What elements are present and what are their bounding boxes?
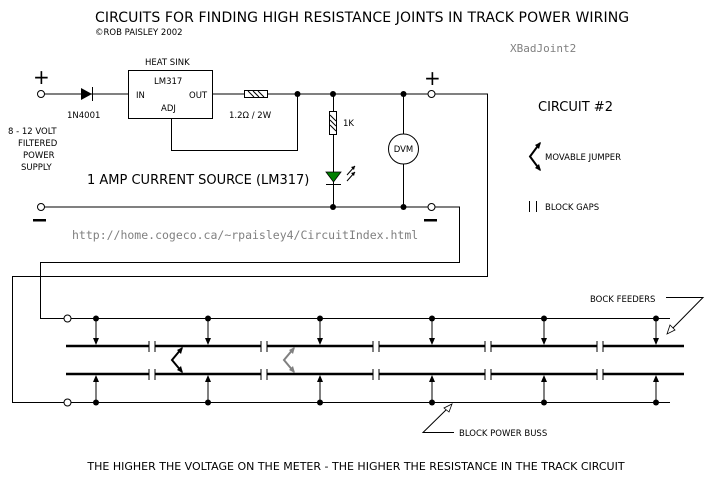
feeder-arrow-icon [317,375,323,382]
output-minus-sign [424,219,437,222]
pin-adj-label: ADJ [161,104,176,114]
jumper-legend-label: MOVABLE JUMPER [545,153,621,163]
feeder-arrow-icon [205,375,211,382]
pin-out-label: OUT [189,91,208,101]
diode-label: 1N4001 [67,111,100,121]
feeder-arrow-icon [541,375,547,382]
lead-to-bottom-buss [12,93,488,403]
output-plus-sign: + [424,66,441,90]
sense-resistor-icon [244,90,268,98]
feeders-callout-label: BOCK FEEDERS [590,295,655,305]
inactive-jumper-icon [282,347,295,373]
feeder-arrow-icon [429,338,435,345]
footer-note: THE HIGHER THE VOLTAGE ON THE METER - TH… [86,460,624,473]
input-minus-terminal [37,203,45,211]
diagram-title: CIRCUITS FOR FINDING HIGH RESISTANCE JOI… [95,10,629,26]
source-url[interactable]: http://home.cogeco.ca/~rpaisley4/Circuit… [72,228,418,242]
feeder-arrow-icon [653,338,659,345]
input-minus-sign [33,219,46,222]
led-resistor-icon [329,111,337,135]
input-plus-terminal [37,90,45,98]
regulator-label: LM317 [154,77,182,87]
buss-callout-label: BLOCK POWER BUSS [459,429,547,439]
feeder-arrow-icon [653,375,659,382]
feeder-arrow-icon [429,375,435,382]
feeders-callout-arrow-icon [666,297,705,335]
output-plus-terminal [427,90,436,98]
circuit-label: CIRCUIT #2 [538,100,613,115]
gaps-legend-label: BLOCK GAPS [545,203,599,213]
supply-line-3: POWER [23,151,55,161]
heat-sink-label: HEAT SINK [145,58,190,68]
input-plus-sign: + [33,65,50,89]
junction-dot [330,204,336,210]
supply-line-2: FILTERED [18,139,58,149]
copyright: ©ROB PAISLEY 2002 [95,28,183,38]
sense-resistor-label: 1.2Ω / 2W [229,111,272,121]
feeder-arrow-icon [93,375,99,382]
jumper-icon [528,142,541,171]
led-icon [325,165,356,185]
supply-line-1: 8 - 12 VOLT [8,127,57,137]
output-minus-terminal [427,203,436,211]
pin-in-label: IN [136,91,145,101]
led-resistor-label: 1K [343,119,354,129]
feeder-arrow-icon [317,338,323,345]
track-blocks [66,315,684,406]
diode-icon [81,87,93,101]
buss-callout-arrow-icon [421,403,454,433]
lead-to-top-buss [40,206,460,319]
supply-line-4: SUPPLY [21,163,52,173]
active-jumper-icon [170,347,183,373]
top-buss-terminal [63,314,72,323]
feeder-arrow-icon [93,338,99,345]
feeder-arrow-icon [205,338,211,345]
junction-dot [400,204,407,210]
current-source-label: 1 AMP CURRENT SOURCE (LM317) [87,173,309,188]
dvm-label: DVM [394,145,414,155]
junction-dot [294,91,301,97]
feeder-arrow-icon [541,338,547,345]
dvm-meter [388,133,419,165]
reference-id: XBadJoint2 [510,42,576,55]
adj-feedback-wire [171,94,298,151]
bottom-buss-terminal [63,398,72,407]
block-gap-icon [529,201,537,212]
movable-jumper-icon [528,142,541,171]
